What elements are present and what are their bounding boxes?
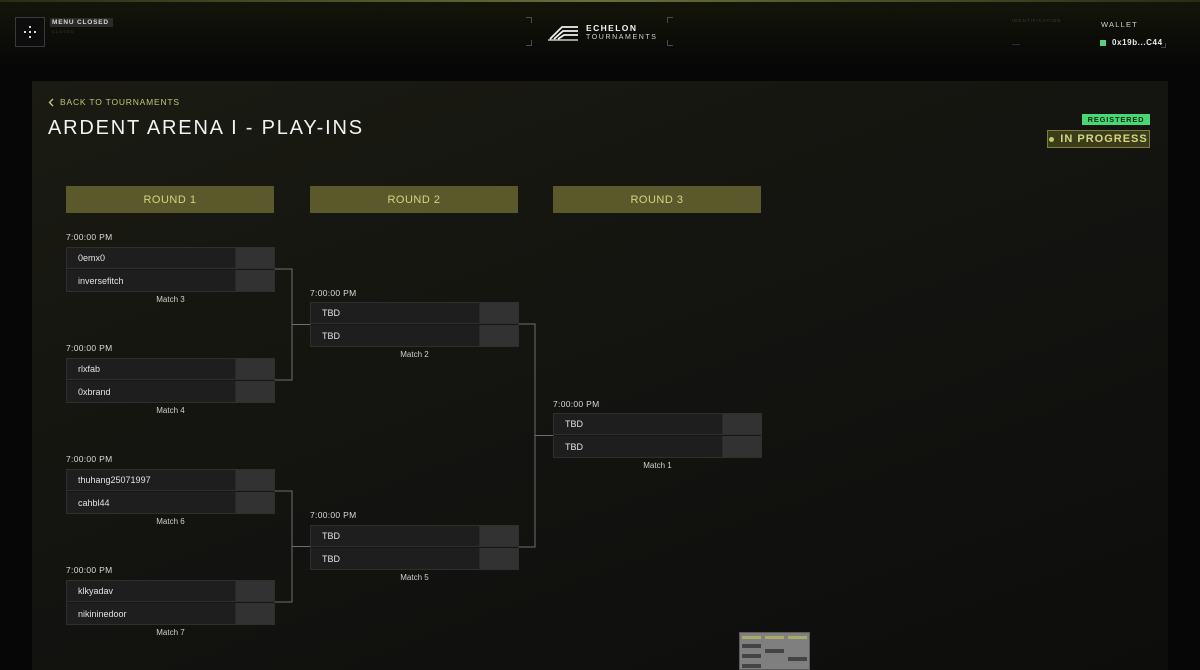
match-card-2[interactable]: TBD TBD	[310, 302, 519, 347]
back-link-label: BACK TO TOURNAMENTS	[60, 97, 180, 107]
match-label: Match 6	[156, 517, 185, 526]
wallet-status-dot-icon	[1100, 39, 1106, 46]
match-slot[interactable]: TBD	[311, 325, 518, 346]
match-slot[interactable]: TBD	[554, 436, 761, 457]
match-label: Match 3	[156, 295, 185, 304]
player-score	[235, 603, 274, 624]
match-slot[interactable]: thuhang25071997	[67, 470, 274, 491]
logo-corner-bracket	[667, 17, 673, 23]
logo-subtitle: TOURNAMENTS	[586, 34, 658, 41]
match-slot[interactable]: 0emx0	[67, 248, 274, 269]
player-score	[235, 270, 274, 291]
match-slot[interactable]: TBD	[311, 526, 518, 547]
player-score	[235, 359, 274, 379]
match-slot[interactable]: klkyadav	[67, 581, 274, 602]
player-score	[235, 492, 274, 513]
player-score	[479, 303, 518, 323]
status-badge-label: IN PROGRESS	[1060, 133, 1148, 145]
chevron-left-icon	[48, 98, 54, 106]
echelon-logo-icon	[548, 26, 578, 41]
top-accent-line	[0, 0, 1200, 2]
registered-badge: REGISTERED	[1082, 114, 1150, 125]
wallet-corner-bracket	[1161, 43, 1166, 48]
match-slot[interactable]: TBD	[554, 414, 761, 435]
top-header	[0, 2, 1200, 64]
player-score	[235, 381, 274, 402]
match-label: Match 7	[156, 628, 185, 637]
player-name: thuhang25071997	[67, 470, 235, 490]
match-label: Match 2	[400, 350, 429, 359]
player-score	[479, 325, 518, 346]
identification-line	[1012, 44, 1020, 45]
match-slot[interactable]: rlxfab	[67, 359, 274, 380]
player-name: klkyadav	[67, 581, 235, 601]
match-card-6[interactable]: thuhang25071997 cahbl44	[66, 469, 275, 514]
player-name: TBD	[311, 303, 479, 323]
logo-corner-bracket	[526, 40, 532, 46]
page-title: ARDENT ARENA I - PLAY-INS	[48, 117, 364, 139]
status-badge: IN PROGRESS	[1047, 130, 1150, 148]
minimap-preview	[742, 636, 807, 668]
dot-icon	[1049, 136, 1055, 142]
round-header-3: ROUND 3	[553, 186, 761, 213]
match-slot[interactable]: nikininedoor	[67, 603, 274, 624]
match-time: 7:00:00 PM	[66, 565, 113, 575]
match-time: 7:00:00 PM	[66, 232, 113, 242]
match-card-5[interactable]: TBD TBD	[310, 525, 519, 570]
player-name: rlxfab	[67, 359, 235, 379]
echelon-logo[interactable]: ECHELON TOURNAMENTS	[548, 20, 658, 46]
wallet-address-button[interactable]: 0x19b...C44	[1100, 38, 1163, 47]
match-label: Match 1	[643, 461, 672, 470]
round-header-1: ROUND 1	[66, 186, 274, 213]
match-time: 7:00:00 PM	[66, 454, 113, 464]
match-time: 7:00:00 PM	[310, 288, 357, 298]
plus-grid-icon	[24, 26, 36, 38]
player-name: inversefitch	[67, 270, 235, 291]
player-score	[722, 414, 761, 434]
round-header-2: ROUND 2	[310, 186, 518, 213]
match-slot[interactable]: TBD	[311, 303, 518, 324]
player-score	[722, 436, 761, 457]
match-label: Match 4	[156, 406, 185, 415]
logo-title: ECHELON	[586, 23, 638, 33]
player-name: 0xbrand	[67, 381, 235, 402]
menu-status-sub: CLOSED	[52, 29, 75, 34]
player-score	[479, 548, 518, 569]
match-time: 7:00:00 PM	[553, 399, 600, 409]
match-card-7[interactable]: klkyadav nikininedoor	[66, 580, 275, 625]
player-name: TBD	[311, 526, 479, 546]
bracket-minimap[interactable]	[739, 632, 810, 670]
wallet-label: WALLET	[1101, 20, 1138, 29]
player-name: nikininedoor	[67, 603, 235, 624]
match-slot[interactable]: inversefitch	[67, 270, 274, 291]
player-score	[235, 248, 274, 268]
wallet-address: 0x19b...C44	[1112, 38, 1163, 47]
player-score	[479, 526, 518, 546]
identification-label: IDENTIFICATION	[1012, 18, 1062, 23]
match-time: 7:00:00 PM	[66, 343, 113, 353]
logo-corner-bracket	[526, 17, 532, 23]
player-name: 0emx0	[67, 248, 235, 268]
player-score	[235, 581, 274, 601]
logo-corner-bracket	[667, 40, 673, 46]
back-to-tournaments-link[interactable]: BACK TO TOURNAMENTS	[48, 97, 180, 107]
player-name: TBD	[554, 436, 722, 457]
player-name: cahbl44	[67, 492, 235, 513]
player-name: TBD	[311, 325, 479, 346]
match-card-4[interactable]: rlxfab 0xbrand	[66, 358, 275, 403]
player-name: TBD	[311, 548, 479, 569]
match-time: 7:00:00 PM	[310, 510, 357, 520]
player-name: TBD	[554, 414, 722, 434]
match-card-3[interactable]: 0emx0 inversefitch	[66, 247, 275, 292]
match-slot[interactable]: TBD	[311, 548, 518, 569]
match-slot[interactable]: 0xbrand	[67, 381, 274, 402]
player-score	[235, 470, 274, 490]
match-card-1[interactable]: TBD TBD	[553, 413, 762, 458]
match-slot[interactable]: cahbl44	[67, 492, 274, 513]
match-label: Match 5	[400, 573, 429, 582]
menu-status-label: MENU CLOSED	[50, 18, 113, 27]
menu-toggle-button[interactable]	[15, 17, 45, 47]
